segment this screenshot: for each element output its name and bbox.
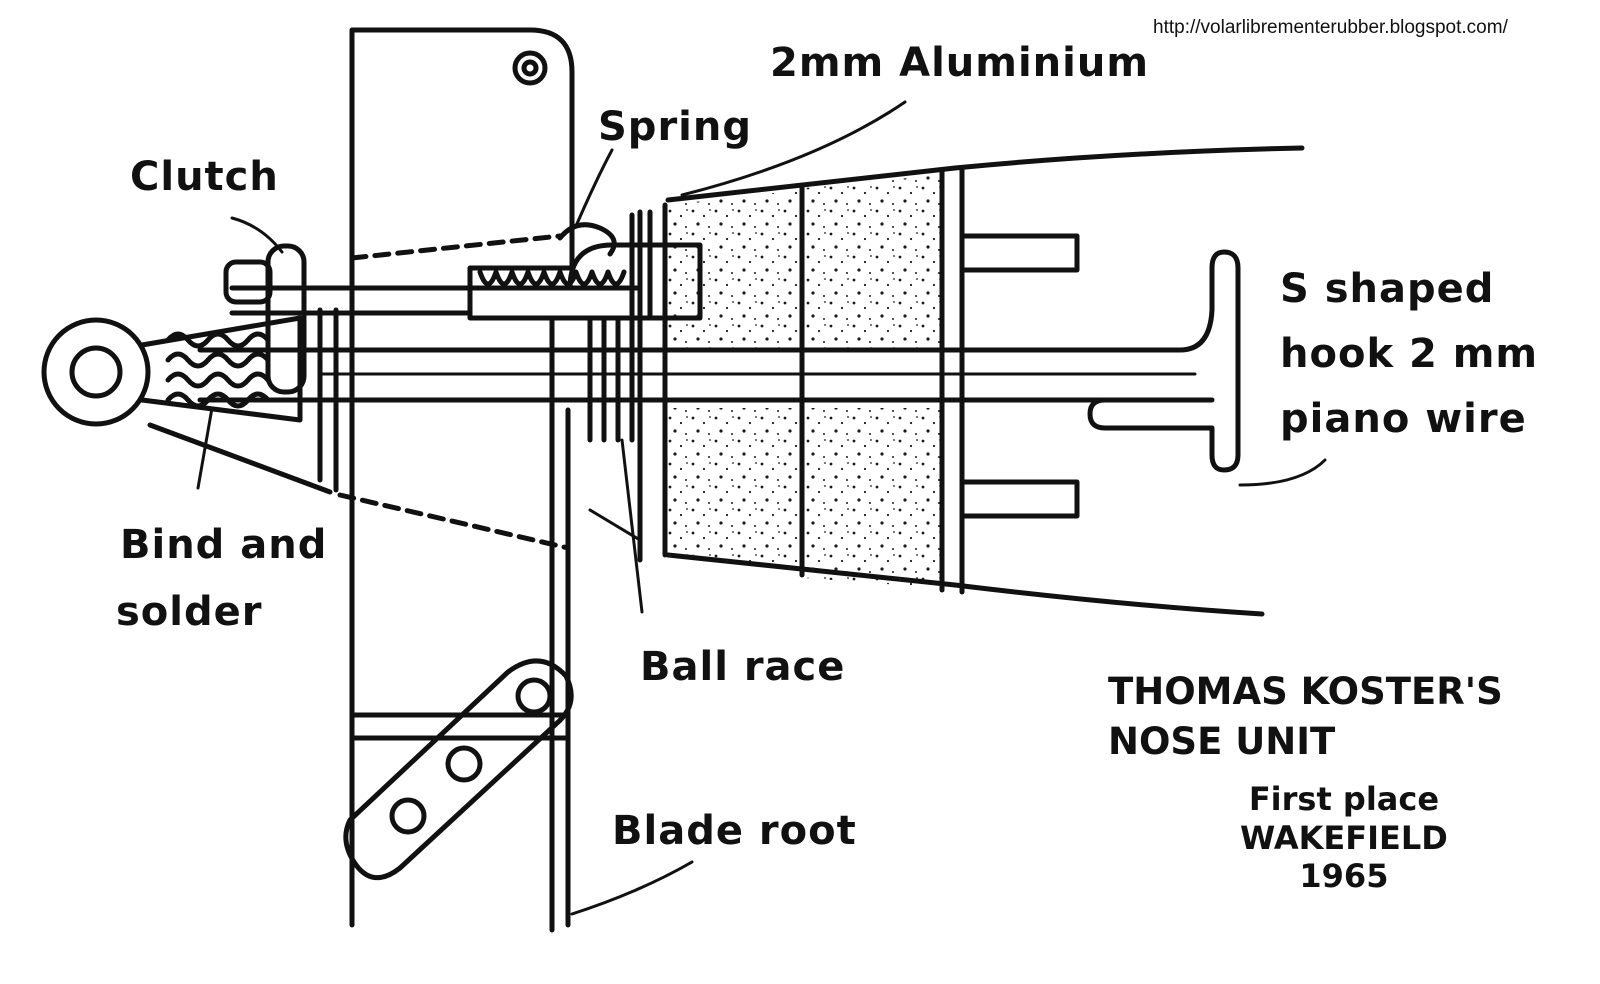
bind-solder-label: Bind and solder [116,522,328,636]
clutch-assembly [41,243,571,551]
spring-label: Spring [598,104,752,150]
caption-title: THOMAS KOSTER'S NOSE UNIT [1108,670,1503,763]
ball-race [587,317,642,542]
leader-lines [196,100,1327,916]
nose-block [637,145,1305,617]
aluminium-bracket [467,209,703,933]
s-hook-wire [197,249,1241,473]
hook-label: S shaped hook 2 mm piano wire [1280,266,1539,443]
source-url: http://volarlibrementerubber.blogspot.co… [1153,17,1508,38]
hinge-pin [512,50,548,86]
clutch-label: Clutch [130,154,279,200]
spring-coil [229,222,643,316]
hook-eye [41,317,151,427]
ball-race-label: Ball race [640,644,846,690]
blade-root-label: Blade root [612,808,857,854]
upper-peg [959,233,1080,273]
pitch-link [343,658,574,880]
aluminium-label: 2mm Aluminium [770,40,1149,86]
lower-peg [959,479,1080,519]
blade-root-plank [349,27,575,928]
caption-award: First place WAKEFIELD 1965 [1240,780,1448,896]
